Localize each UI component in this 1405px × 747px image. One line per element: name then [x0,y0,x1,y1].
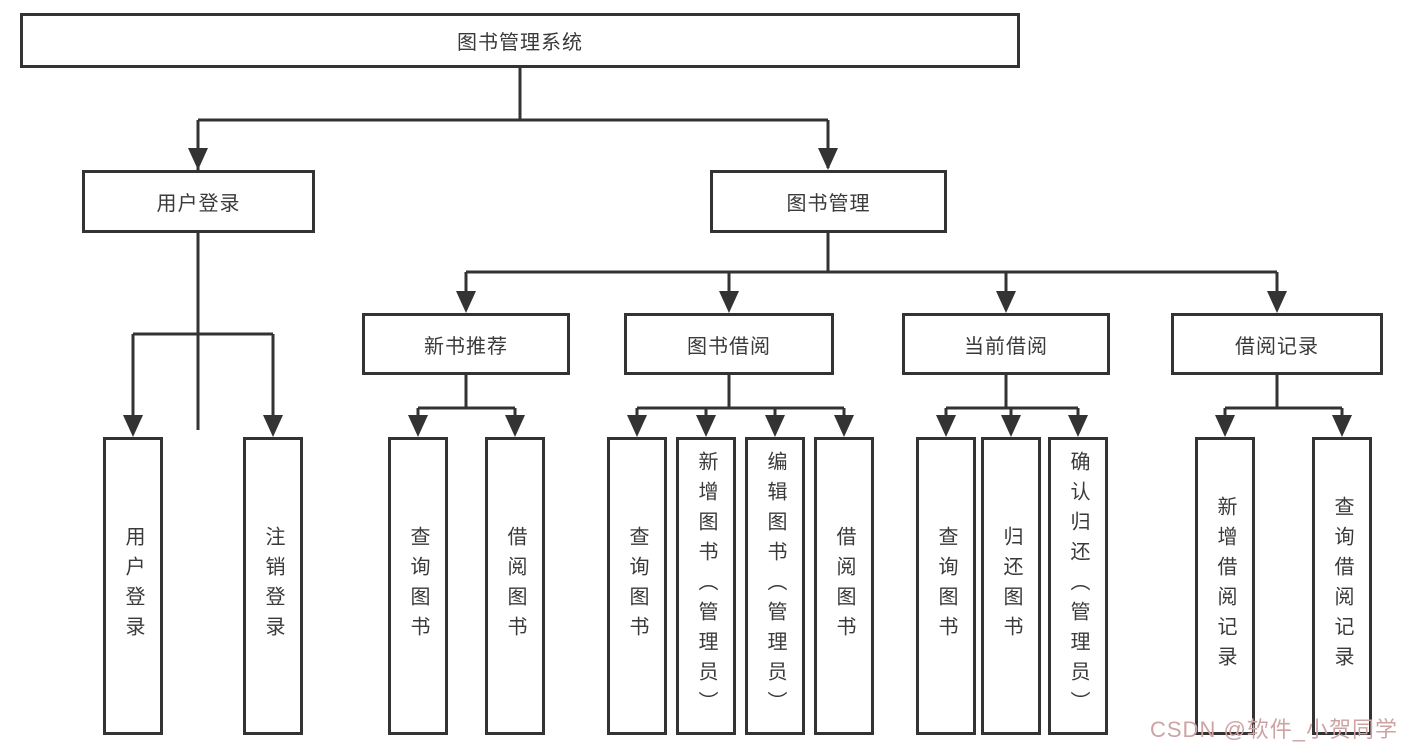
node-new-book-recommend: 新书推荐 [362,313,570,375]
node-library-management-system: 图书管理系统 [20,13,1020,68]
leaf-label: 注销登录 [262,526,284,646]
node-current-borrowing: 当前借阅 [902,313,1110,375]
leaf-borrowing-edit-books-admin: 编辑图书（管理员） [745,437,805,735]
leaf-label: 新增借阅记录 [1214,496,1236,676]
arrow-down-icon [834,415,854,437]
arrow-down-icon [1267,291,1287,313]
node-label: 新书推荐 [424,335,508,358]
leaf-borrowing-add-books-admin: 新增图书（管理员） [676,437,736,735]
leaf-label: 查询图书 [935,526,957,646]
node-label: 图书管理 [786,193,871,215]
connector-path [131,68,1344,430]
node-label: 当前借阅 [964,335,1048,358]
arrow-down-icon [818,148,838,170]
leaf-label: 编辑图书（管理员） [764,451,786,721]
node-book-borrowing: 图书借阅 [624,313,834,375]
leaf-user-login: 用户登录 [103,437,163,735]
leaf-label: 用户登录 [122,526,144,646]
node-user-login: 用户登录 [82,170,315,233]
node-borrowing-records: 借阅记录 [1171,313,1383,375]
arrow-down-icon [456,291,476,313]
arrow-down-icon [408,415,428,437]
leaf-recommend-query-books: 查询图书 [388,437,448,735]
leaf-label: 确认归还（管理员） [1067,451,1089,721]
arrow-down-icon [1068,415,1088,437]
arrow-down-icon [505,415,525,437]
leaf-borrowing-query-books: 查询图书 [607,437,667,735]
leaf-records-add-borrow-record: 新增借阅记录 [1195,437,1255,735]
arrow-down-icon [188,148,208,170]
leaf-label: 新增图书（管理员） [695,451,717,721]
arrow-down-icon [936,415,956,437]
arrow-down-icon [719,291,739,313]
leaf-label: 查询图书 [626,526,648,646]
csdn-watermark: CSDN @软件_小贺同学 [1150,717,1399,742]
arrow-down-icon [1215,415,1235,437]
arrow-down-icon [765,415,785,437]
arrow-down-icon [1332,415,1352,437]
arrow-down-icon [1001,415,1021,437]
arrow-down-icon [696,415,716,437]
arrow-down-icon [996,291,1016,313]
leaf-current-return-books: 归还图书 [981,437,1041,735]
leaf-records-query-borrow-record: 查询借阅记录 [1312,437,1372,735]
arrow-down-icon [263,415,283,437]
node-label: 用户登录 [156,193,241,215]
arrowheads [123,148,1352,437]
leaf-label: 查询图书 [407,526,429,646]
leaf-borrowing-borrow-books: 借阅图书 [814,437,874,735]
leaf-label: 借阅图书 [833,526,855,646]
node-book-management: 图书管理 [710,170,947,233]
leaf-label: 查询借阅记录 [1331,496,1353,676]
node-label: 借阅记录 [1235,335,1319,358]
leaf-current-confirm-return-admin: 确认归还（管理员） [1048,437,1108,735]
leaf-current-query-books: 查询图书 [916,437,976,735]
leaf-logout-login: 注销登录 [243,437,303,735]
arrow-down-icon [627,415,647,437]
node-label: 图书管理系统 [457,32,583,54]
leaf-label: 归还图书 [1000,526,1022,646]
node-label: 图书借阅 [687,335,771,358]
leaf-label: 借阅图书 [504,526,526,646]
arrow-down-icon [123,415,143,437]
leaf-recommend-borrow-books: 借阅图书 [485,437,545,735]
